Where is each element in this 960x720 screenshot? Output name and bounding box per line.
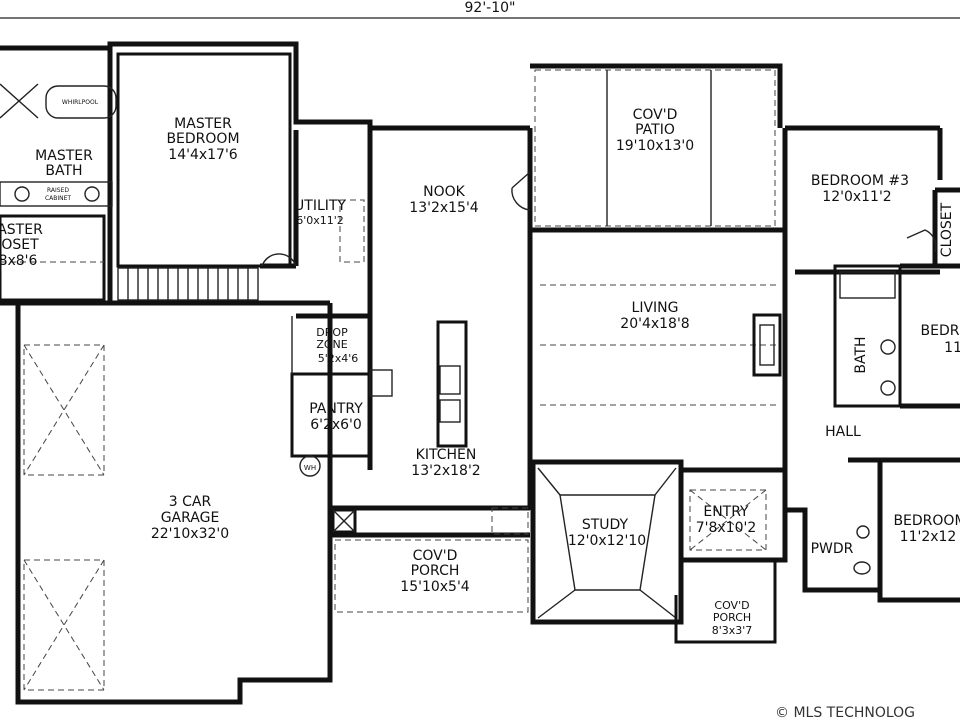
room-entry-porch: COV'D PORCH 8'3x3'7: [712, 599, 753, 637]
room-closet: CLOSET: [939, 202, 955, 257]
nook-name: NOOK: [423, 184, 466, 200]
patio-name-2: PATIO: [635, 122, 675, 138]
utility-name: UTILITY: [294, 198, 346, 214]
patio-name-1: COV'D: [633, 107, 678, 123]
cabinet-label-2: CABINET: [45, 195, 71, 202]
living-size: 20'4x18'8: [620, 316, 689, 332]
study-name: STUDY: [582, 517, 629, 533]
room-garage: 3 CAR GARAGE 22'10x32'0: [151, 494, 229, 542]
room-entry: ENTRY 7'8x10'2: [696, 504, 757, 536]
master-bath-name-1: MASTER: [35, 148, 93, 164]
room-pantry: PANTRY 6'2x6'0: [309, 401, 363, 433]
master-closet-name-1: ASTER: [0, 222, 43, 238]
cabinet-label-1: RAISED: [47, 187, 69, 194]
hall-name: HALL: [825, 424, 861, 440]
stair-strip: [117, 267, 259, 301]
nook-size: 13'2x15'4: [409, 200, 479, 216]
overall-dimension: 92'-10": [0, 0, 960, 19]
overall-dimension-label: 92'-10": [465, 0, 516, 16]
kitchen-name: KITCHEN: [416, 447, 477, 463]
master-closet-name-2: OSET: [1, 237, 39, 253]
bath-name: BATH: [853, 336, 869, 373]
entry-porch-name-1: COV'D: [714, 599, 749, 612]
tub-label: WHIRLPOOL: [62, 99, 99, 106]
master-bath-name-2: BATH: [45, 163, 82, 179]
master-bedroom-name-2: BEDROOM: [166, 131, 239, 147]
garage-name-1: 3 CAR: [169, 494, 212, 510]
room-nook: NOOK 13'2x15'4: [409, 184, 479, 216]
room-hall: HALL: [825, 424, 861, 440]
entry-porch-size: 8'3x3'7: [712, 624, 753, 637]
study-size: 12'0x12'10: [568, 533, 646, 549]
room-master-bath: MASTER BATH: [35, 148, 93, 179]
room-bedroom-2: BEDROOM 11'2x12: [893, 513, 960, 545]
front-porch-name-1: COV'D: [413, 548, 458, 564]
room-utility: UTILITY 6'0x11'2: [294, 198, 346, 227]
room-living: LIVING 20'4x18'8: [620, 300, 689, 332]
room-master-closet: ASTER OSET 8x8'6: [0, 222, 43, 269]
entry-size: 7'8x10'2: [696, 520, 757, 536]
kitchen-size: 13'2x18'2: [411, 463, 480, 479]
pantry-size: 6'2x6'0: [310, 417, 362, 433]
living-name: LIVING: [632, 300, 679, 316]
entry-name: ENTRY: [703, 504, 749, 520]
front-porch-size: 15'10x5'4: [400, 579, 470, 595]
patio-size: 19'10x13'0: [616, 138, 694, 154]
bedroom3-size: 12'0x11'2: [822, 189, 891, 205]
room-front-porch: COV'D PORCH 15'10x5'4: [400, 548, 470, 595]
room-bedroom-3: BEDROOM #3 12'0x11'2: [811, 173, 909, 205]
powder-name: PWDR: [811, 541, 854, 557]
room-kitchen: KITCHEN 13'2x18'2: [411, 447, 480, 479]
garage-size: 22'10x32'0: [151, 526, 229, 542]
walls: [0, 41, 960, 705]
water-heater-label: WH: [304, 464, 316, 472]
room-study: STUDY 12'0x12'10: [568, 517, 646, 549]
bedroom2-size: 11'2x12: [900, 529, 957, 545]
room-bedroom-partial: BEDR 11': [921, 323, 960, 356]
room-bath: BATH: [853, 336, 869, 373]
closet-name: CLOSET: [939, 202, 955, 257]
bedroom-partial-size: 11': [944, 340, 960, 356]
front-porch-name-2: PORCH: [411, 563, 460, 579]
bedroom-partial-name: BEDR: [921, 323, 960, 339]
drop-zone-size: 5'2x4'6: [318, 352, 359, 365]
bedroom2-name: BEDROOM: [893, 513, 960, 529]
entry-porch-name-2: PORCH: [713, 611, 751, 624]
garage-name-2: GARAGE: [161, 510, 220, 526]
drop-zone-name-2: ZONE: [316, 338, 347, 351]
drop-zone-name-1: DROP: [316, 326, 348, 339]
pantry-name: PANTRY: [309, 401, 363, 417]
room-patio: COV'D PATIO 19'10x13'0: [616, 107, 694, 154]
room-drop-zone: DROP ZONE 5'2x4'6: [316, 326, 358, 365]
watermark-text: © MLS TECHNOLOG: [775, 705, 915, 720]
master-bedroom-size: 14'4x17'6: [168, 147, 238, 163]
room-powder: PWDR: [811, 541, 854, 557]
bedroom3-name: BEDROOM #3: [811, 173, 909, 189]
master-bedroom-name-1: MASTER: [174, 116, 232, 132]
master-closet-size: 8x8'6: [0, 253, 38, 269]
utility-size: 6'0x11'2: [296, 214, 344, 227]
room-master-bedroom: MASTER BEDROOM 14'4x17'6: [166, 116, 239, 163]
watermark: © MLS TECHNOLOG: [775, 705, 915, 720]
